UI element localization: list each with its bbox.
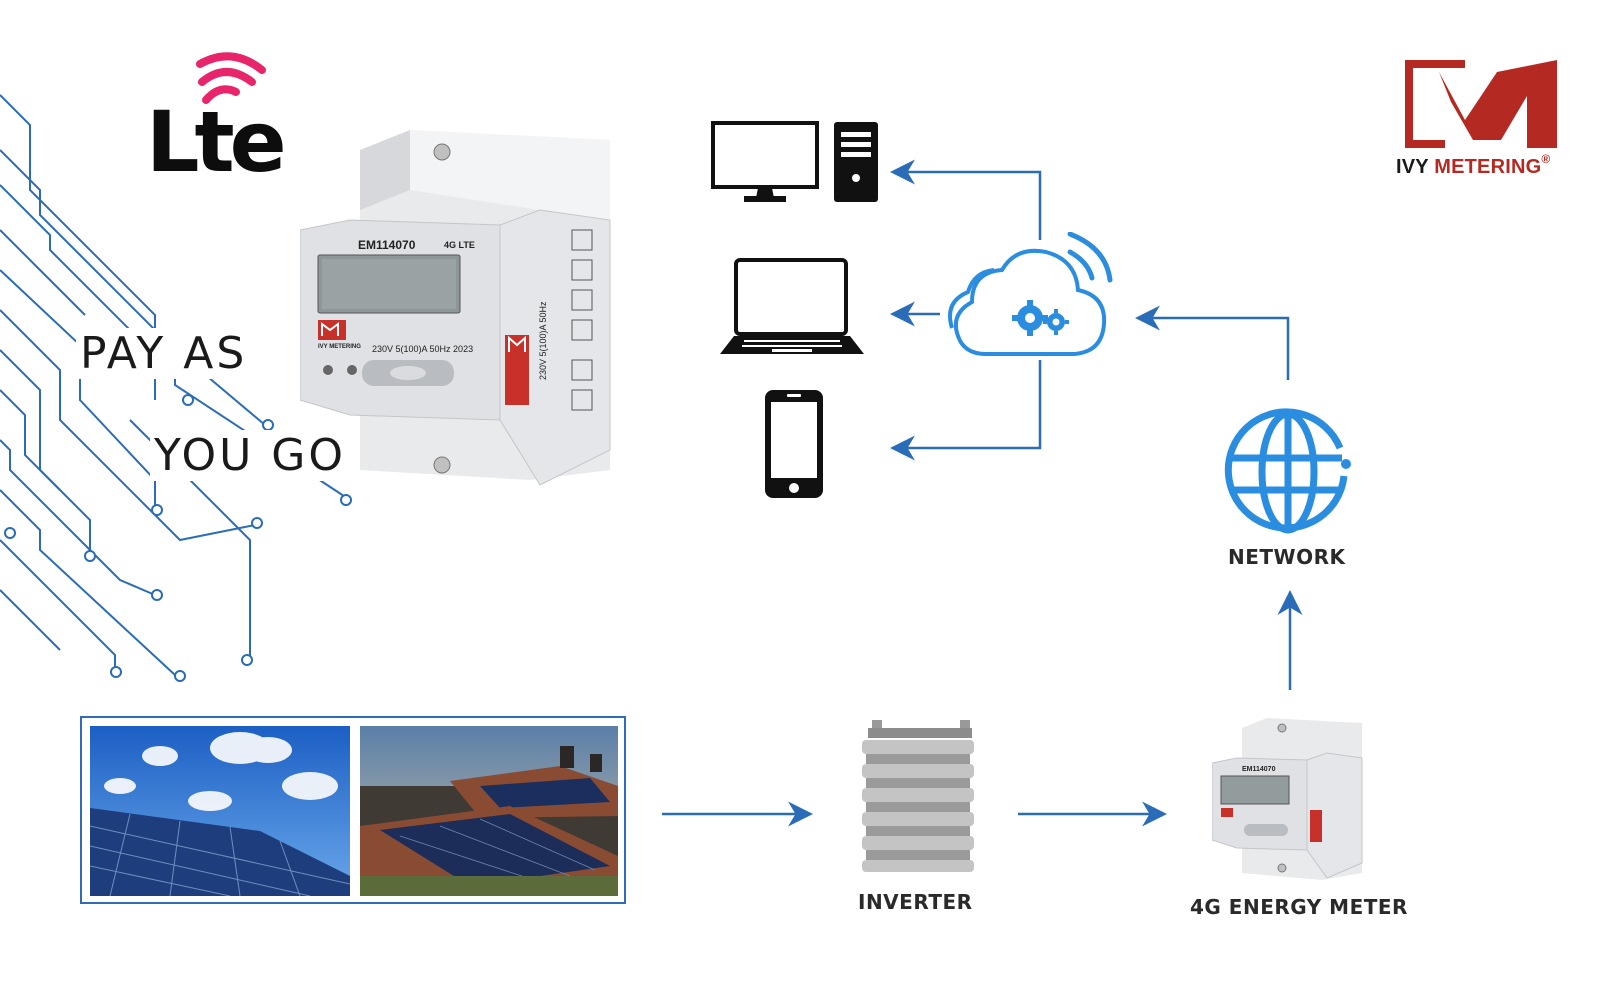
- inverter-label: INVERTER: [858, 890, 973, 914]
- arrow-cloud-to-phone: [890, 360, 1042, 461]
- brand-logo-mark: [1405, 60, 1557, 148]
- inverter-icon: [862, 720, 974, 872]
- slogan-line-2: YOU GO: [150, 430, 351, 481]
- energy-meter-device: [300, 130, 611, 486]
- brand-name: IVY METERING®: [1396, 152, 1551, 178]
- smartphone-icon: [765, 390, 823, 498]
- circuit-lines-decoration: [0, 94, 352, 682]
- desktop-computer-icon: [711, 121, 878, 202]
- network-label: NETWORK: [1228, 545, 1346, 569]
- mini-meter-model-label: EM114070: [1242, 766, 1276, 773]
- signal-waves-icon: [196, 52, 266, 104]
- meter-lte-badge: 4G LTE: [444, 240, 475, 250]
- meter-spec-label: 230V 5(100)A 50Hz 2023: [372, 344, 474, 354]
- laptop-icon: [720, 258, 864, 354]
- 4g-energy-meter-icon: [1212, 718, 1363, 880]
- arrow-cloud-to-desktop: [890, 159, 1042, 240]
- meter-model-label: EM114070: [358, 238, 416, 252]
- energy-meter-label: 4G ENERGY METER: [1190, 895, 1408, 919]
- globe-icon: [1224, 408, 1351, 534]
- cloud-settings-icon: [948, 232, 1113, 356]
- solar-panel-sky-photo: [90, 726, 350, 896]
- solar-roof-photo: [360, 726, 618, 896]
- solar-photos-frame: [80, 716, 626, 904]
- lte-logo: Lte: [146, 93, 287, 191]
- meter-brand-label: IVY METERING: [318, 344, 361, 350]
- slogan-line-1: PAY AS: [76, 328, 252, 379]
- arrow-network-to-cloud: [1135, 305, 1290, 380]
